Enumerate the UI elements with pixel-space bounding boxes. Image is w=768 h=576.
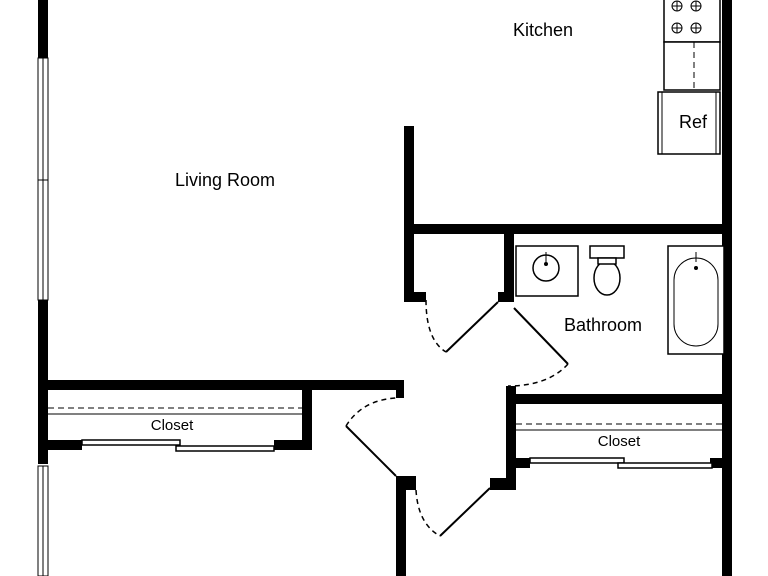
wall-left-upper [38,0,48,58]
wall-closet-left-bottom [38,440,82,450]
door-closet-left-hall [345,425,397,477]
door-swing-bedroom [415,489,441,537]
door-bath-right [513,307,569,365]
exterior-walls [38,0,732,576]
door-bath-left [445,301,499,353]
tub-drain-icon [694,266,698,270]
doors [345,299,569,537]
counter [663,41,721,91]
wall-bedroom-left [396,476,406,576]
wall-closet-right-bottom [710,458,732,468]
wall-jamb [490,478,516,490]
range-burners [671,0,702,34]
refrigerator-label: Ref [679,112,708,132]
sliding-door [175,445,275,452]
windows [37,57,49,576]
wall-hall-right [506,386,516,490]
wall-bath-bottom [506,394,732,404]
refrigerator [657,91,721,155]
door-swing-bath-left [425,299,447,353]
bathroom-label: Bathroom [564,315,642,335]
closet-right-label: Closet [598,433,641,450]
wall-right [722,0,732,576]
room-labels: Kitchen Living Room Bathroom [175,20,642,335]
wall-jamb [396,476,416,490]
drain-icon [544,262,548,266]
door-swing-bath-right [507,363,569,387]
living-room-label: Living Room [175,170,275,190]
toilet-tank [589,245,625,259]
wall-partition-stub [404,126,414,302]
sliding-door [529,457,625,464]
sliding-door [81,439,181,446]
wall-stub [404,292,426,302]
range [663,0,721,43]
door-bedroom [439,487,491,537]
wall-closet-right-bottom [516,458,530,468]
toilet-bowl-icon [593,260,621,296]
wall-kitchen-bath [404,224,732,234]
wall-stub [498,292,514,302]
closet-left-label: Closet [151,417,194,434]
closet-left: Closet [48,407,302,452]
wall-jamb [396,380,404,398]
closet-right: Closet [516,423,722,469]
kitchen-appliances: Ref [657,0,721,155]
kitchen-label: Kitchen [513,20,573,40]
sliding-door [617,462,713,469]
wall-bath-left [504,234,514,296]
bathroom-fixtures [515,245,725,355]
bathtub [667,245,725,355]
toilet-seat-neck [597,257,617,265]
wall-closet-left-bottom [274,440,312,450]
interior-walls [38,126,732,576]
wall-closet-left-top [38,380,404,390]
door-swing-hall-left [345,397,397,427]
wall-closet-left-right [302,380,312,450]
